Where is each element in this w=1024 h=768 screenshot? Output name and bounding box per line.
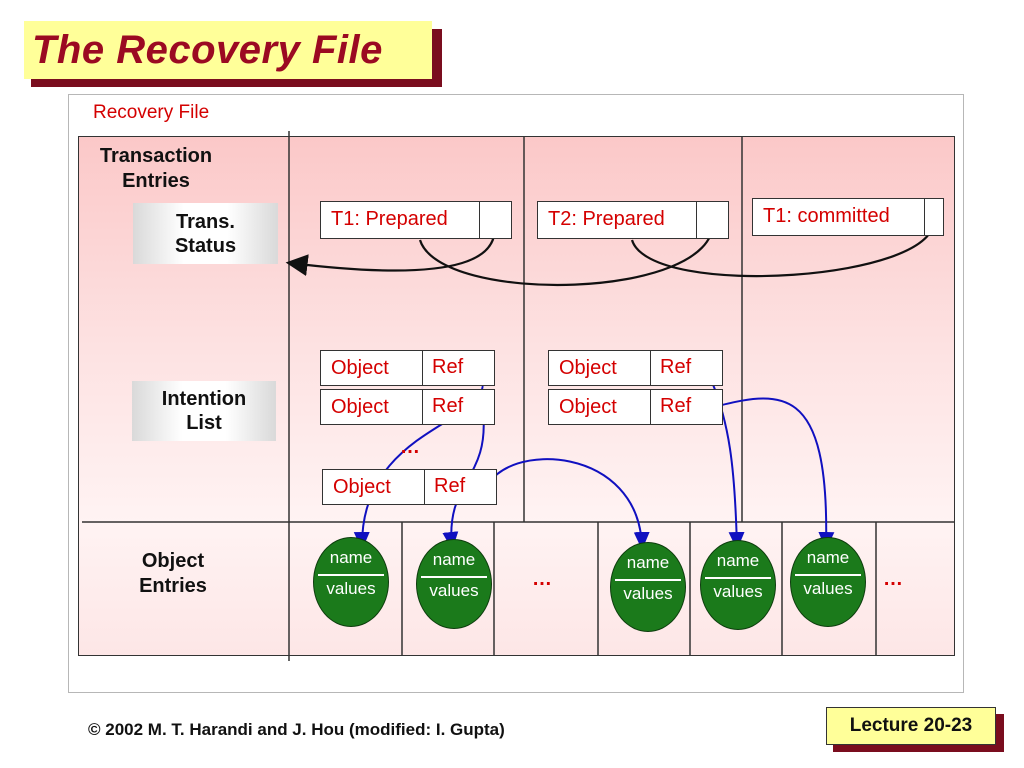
object-name: name [432,550,476,569]
object-name: name [329,548,373,567]
object-entry-1: name values [313,537,389,627]
intention-record-1: Object Ref [320,350,495,386]
status-record-2: T2: Prepared [537,201,729,239]
object-ellipsis-1: … [532,568,552,590]
ref-arrow-5 [709,397,835,550]
intention-list-chip: Intention List [132,381,276,441]
object-values: values [326,579,376,598]
status-link-3 [630,217,935,278]
intention-record-5: Object Ref [548,389,723,425]
status-record-label: T1: Prepared [331,208,448,230]
row-label-transaction-entries: Transaction Entries [99,145,213,192]
object-label: Object [559,396,617,418]
panel-label: Recovery File [93,102,210,123]
object-label: Object [331,396,389,418]
status-link-2 [418,221,715,287]
object-ellipsis-2: … [883,568,903,590]
trans-status-chip: Trans. Status [133,203,278,264]
object-label: Object [331,357,389,379]
object-entry-2: name values [416,539,492,629]
object-divider [795,574,861,576]
ref-label: Ref [650,390,691,424]
status-record-3: T1: committed [752,198,944,236]
slide-title: The Recovery File [24,21,432,79]
object-name: name [716,551,760,570]
copyright-footer: © 2002 M. T. Harandi and J. Hou (modifie… [88,720,505,739]
pointer-cell [924,199,925,235]
object-divider [421,576,487,578]
object-values: values [429,581,479,600]
object-name: name [626,553,670,572]
object-divider [705,577,771,579]
object-name: name [806,548,850,567]
ref-label: Ref [650,351,691,385]
object-entry-3: name values [610,542,686,632]
ref-arrow-3 [484,458,650,550]
object-values: values [803,579,853,598]
pointer-cell [479,202,480,238]
intention-ellipsis: … [400,436,420,458]
object-label: Object [559,357,617,379]
object-entry-4: name values [700,540,776,630]
object-label: Object [333,476,391,498]
intention-record-2: Object Ref [320,389,495,425]
object-divider [615,579,681,581]
row-label-object-entries: Object Entries [139,550,207,597]
object-divider [318,574,384,576]
pointer-cell [696,202,697,238]
intention-record-4: Object Ref [548,350,723,386]
ref-label: Ref [422,390,463,424]
status-record-1: T1: Prepared [320,201,512,239]
object-entry-5: name values [790,537,866,627]
status-record-label: T1: committed [763,205,890,227]
diagram-frame [78,136,955,656]
lecture-number: Lecture 20-23 [826,707,996,745]
ref-label: Ref [424,470,465,504]
status-record-label: T2: Prepared [548,208,665,230]
intention-record-3: Object Ref [322,469,497,505]
object-values: values [713,582,763,601]
ref-label: Ref [422,351,463,385]
object-values: values [623,584,673,603]
